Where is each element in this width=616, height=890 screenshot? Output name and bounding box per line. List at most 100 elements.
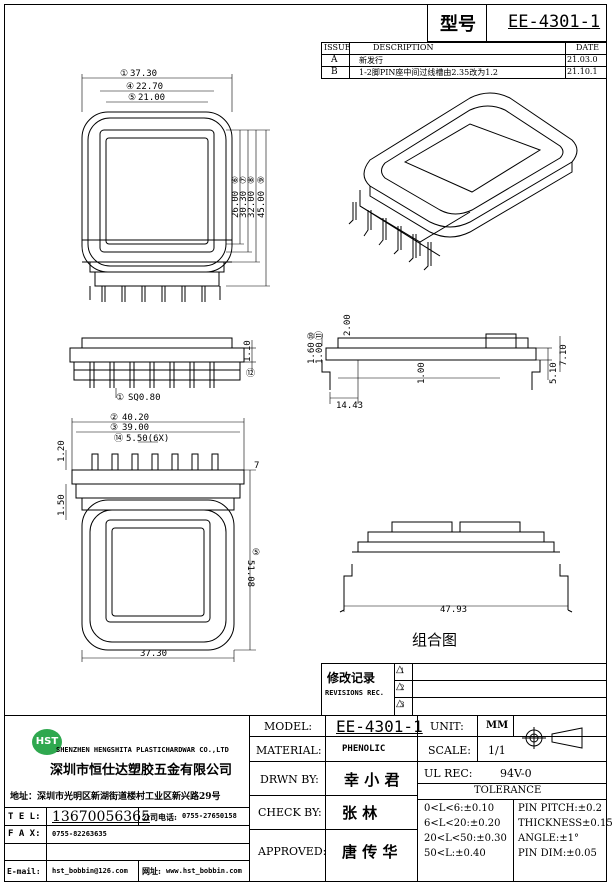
company-phone-label: 公司电话:	[142, 812, 177, 822]
dim-front-height-1: 26.00	[231, 191, 241, 218]
rev-row-date: 21.10.1	[567, 67, 598, 76]
side-view-b	[321, 333, 561, 404]
rev-header-issue: ISSUE	[324, 43, 351, 52]
dim-front-width-3: 21.00	[138, 93, 165, 103]
side-view	[69, 337, 256, 398]
revision-table: ISSUE DESCRIPTION DATE A 新发行 21.03.0 B 1…	[321, 42, 607, 80]
dim-side-left-circle-2: ⑪	[314, 331, 325, 340]
revision-mark-2: △2	[396, 681, 405, 692]
tolerance-3: 20<L<50:±0.30	[424, 833, 507, 844]
revision-mark-1: △1	[396, 664, 405, 675]
material-label: MATERIAL:	[256, 744, 322, 757]
dim-side-b-2: 1.00	[417, 362, 427, 384]
approved-label: APPROVED:	[258, 845, 327, 858]
drawing-frame	[4, 4, 607, 882]
company-address: 地址：深圳市光明区新湖街道楼村工业区新兴路29号	[10, 792, 221, 802]
dim-bottom-left-1: 1.20	[57, 440, 67, 462]
dim-side-right: 1.10	[243, 340, 253, 362]
pin-spec-3: ANGLE:±1°	[518, 833, 580, 844]
check-value: 张 林	[342, 804, 378, 822]
revision-record-title: 修改记录	[327, 671, 376, 685]
dim-bottom-height-circle: ⑤	[252, 548, 260, 558]
header-model: EE-4301-1	[508, 12, 601, 32]
rev-row-description: 1-2脚PIN座中间过线槽由2.35改为1.2	[359, 68, 498, 77]
scale-label: SCALE:	[428, 744, 471, 757]
company-name-en: SHENZHEN HENGSHITA PLASTICHARDWAR CO.,LT…	[56, 746, 229, 754]
bottom-view	[65, 418, 256, 662]
projection-symbol-icon	[522, 727, 583, 749]
dim-pin-square-circle: ①	[116, 393, 124, 403]
ul-value: 94V-0	[500, 767, 532, 780]
fax-label: F A X:	[8, 829, 41, 839]
dim-side-right-circle: ⑫	[246, 368, 255, 379]
tel-label: T E L:	[8, 812, 41, 822]
rev-header-description: DESCRIPTION	[373, 43, 434, 52]
tolerance-label: TOLERANCE	[474, 785, 542, 796]
material-value: PHENOLIC	[342, 744, 386, 754]
dim-bottom-circle-2: ②	[110, 413, 118, 423]
drwn-value: 幸 小 君	[344, 771, 400, 789]
model-label: MODEL:	[264, 720, 313, 733]
dim-side-left-1: 1.60	[307, 342, 317, 364]
web-value: www.hst_bobbin.com	[166, 867, 242, 875]
front-view	[81, 74, 270, 302]
fax-value: 0755-82263635	[52, 830, 107, 838]
dim-bottom-width-1: 40.20	[122, 413, 149, 423]
unit-label: UNIT:	[430, 720, 464, 733]
drwn-label: DRWN BY:	[260, 773, 319, 786]
assembly-label: 组合图	[412, 631, 457, 649]
tel-value: 13670056365	[52, 809, 150, 825]
revision-record-subtitle: REVISIONS REC.	[325, 689, 385, 697]
ul-label: UL REC:	[424, 767, 473, 780]
dim-circle-7: ⑦	[239, 176, 249, 184]
rev-row-issue: B	[331, 67, 338, 77]
check-label: CHECK BY:	[258, 806, 322, 819]
dim-bottom-left-2: 1.50	[57, 494, 67, 516]
rev-row-issue: A	[331, 55, 338, 65]
dim-side-b-5: 7.10	[559, 344, 569, 366]
company-logo: HST	[32, 729, 62, 755]
dim-bottom-width-3: 5.50(6X)	[126, 434, 169, 444]
model-value: EE-4301-1	[336, 717, 423, 736]
dim-bottom-width: 37.30	[140, 649, 167, 659]
title-block: HST SHENZHEN HENGSHITA PLASTICHARDWAR CO…	[4, 715, 613, 882]
pin-spec-2: THICKNESS±0.15	[518, 818, 613, 829]
dim-bottom-width-2: 39.00	[122, 423, 149, 433]
dim-bottom-circle-14: ⑭	[114, 433, 123, 444]
unit-value: MM	[486, 720, 509, 731]
dim-pin-square: SQ0.80	[128, 393, 161, 403]
tolerance-2: 6<L<20:±0.20	[424, 818, 501, 829]
email-label: E-mail:	[7, 867, 41, 876]
revision-mark-3: △3	[396, 698, 405, 709]
assembly-view	[339, 521, 573, 613]
dim-bottom-mark: 7	[254, 461, 259, 471]
dim-front-height-4: 45.00	[257, 191, 267, 218]
dim-bottom-height: 51.08	[245, 560, 255, 587]
isometric-view	[348, 92, 578, 271]
dim-side-b-4: 5.10	[549, 362, 559, 384]
rev-row-description: 新发行	[359, 56, 383, 65]
tolerance-1: 0<L<6:±0.10	[424, 803, 495, 814]
dim-front-width-2: 22.70	[136, 82, 163, 92]
company-name-cn: 深圳市恒仕达塑胶五金有限公司	[50, 763, 233, 778]
revision-record-box: 修改记录 REVISIONS REC. △1 △2 △3	[321, 663, 607, 715]
web-label: 网址:	[142, 866, 161, 876]
dim-side-left-2: 1.00	[315, 342, 325, 364]
pin-spec-4: PIN DIM:±0.05	[518, 848, 597, 859]
rev-header-date: DATE	[576, 43, 599, 52]
dim-side-b-1: 2.00	[343, 314, 353, 336]
scale-value: 1/1	[488, 744, 506, 757]
approved-value: 唐 传 华	[342, 843, 398, 861]
dim-front-height-2: 30.30	[239, 191, 249, 218]
header-label: 型号	[440, 14, 476, 35]
pin-spec-1: PIN PITCH:±0.2	[518, 803, 602, 814]
company-phone-value: 0755-27650158	[182, 812, 237, 820]
dim-circle-6: ⑥	[231, 176, 241, 184]
dim-front-height-3: 32.00	[247, 191, 257, 218]
dim-front-width-1: 37.30	[130, 69, 157, 79]
email-value: hst_bobbin@126.com	[52, 867, 128, 875]
rev-row-date: 21.03.0	[567, 55, 598, 64]
dim-circle-1: ①	[120, 69, 128, 79]
dim-circle-5: ⑤	[128, 93, 136, 103]
